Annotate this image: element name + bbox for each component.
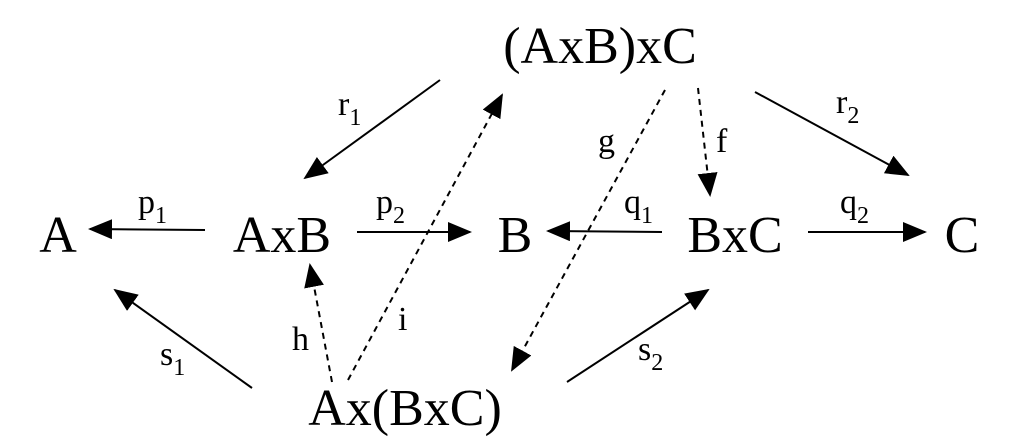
label-p1: p1 bbox=[138, 184, 167, 229]
node-a-x-bxc: Ax(BxC) bbox=[308, 380, 502, 437]
label-g: g bbox=[598, 123, 615, 160]
label-f: f bbox=[716, 123, 728, 160]
arrow-s1 bbox=[113, 288, 253, 389]
arrow-i bbox=[347, 93, 503, 381]
label-p2: p2 bbox=[376, 184, 405, 229]
arrow-h bbox=[304, 263, 333, 383]
arrow-p1 bbox=[88, 219, 206, 240]
arrow-g bbox=[511, 89, 666, 372]
node-axb: AxB bbox=[233, 207, 331, 264]
arrow-f bbox=[697, 87, 718, 197]
node-a: A bbox=[39, 207, 77, 264]
label-s2: s2 bbox=[638, 331, 663, 376]
arrow-s2 bbox=[566, 288, 710, 383]
node-bxc: BxC bbox=[687, 207, 782, 264]
node-c: C bbox=[945, 207, 980, 264]
label-r2: r2 bbox=[836, 84, 859, 129]
node-b: B bbox=[498, 207, 533, 264]
label-s1: s1 bbox=[160, 336, 185, 381]
arrow-q1 bbox=[546, 221, 663, 242]
label-q1: q1 bbox=[624, 184, 653, 229]
label-i: i bbox=[398, 301, 407, 338]
node-axb-x-c: (AxB)xC bbox=[503, 18, 697, 75]
arrow-r2 bbox=[754, 91, 910, 176]
label-q2: q2 bbox=[840, 184, 869, 229]
arrow-r1 bbox=[303, 79, 441, 180]
label-r1: r1 bbox=[338, 86, 361, 131]
label-h: h bbox=[292, 321, 309, 358]
